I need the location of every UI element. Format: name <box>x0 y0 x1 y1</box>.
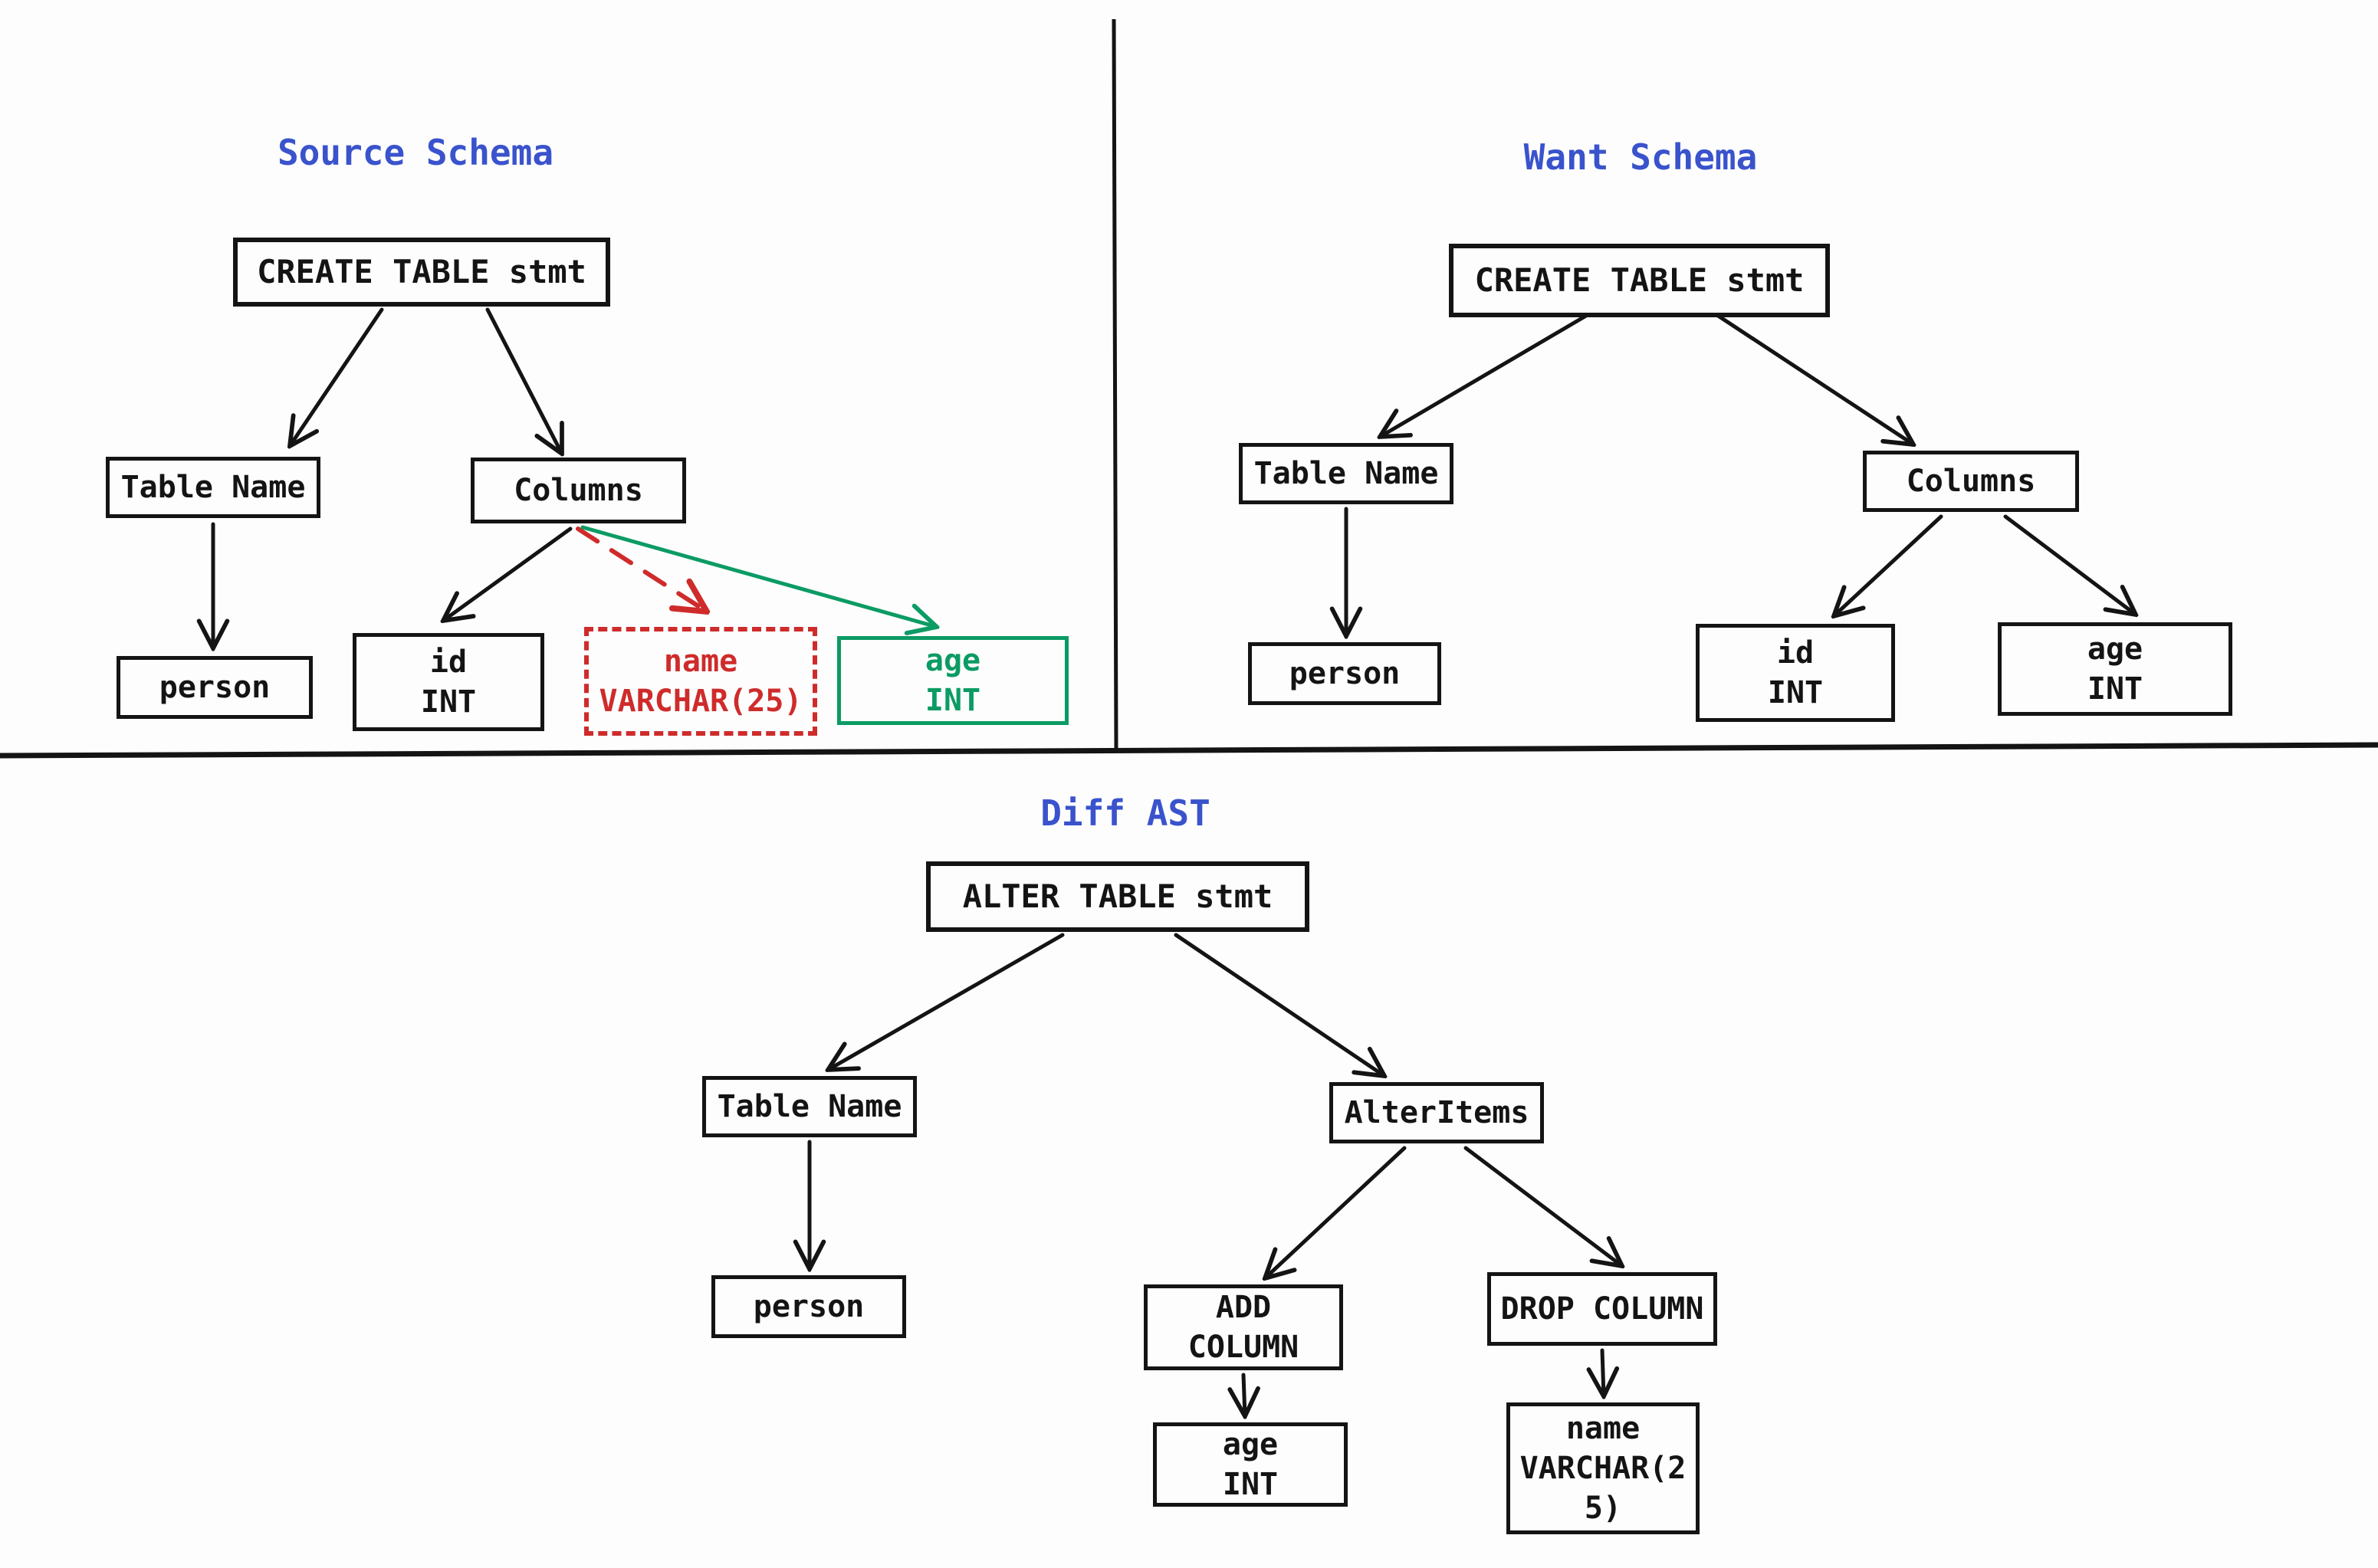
want-columns-node: Columns <box>1863 451 2079 512</box>
edge-source-create-to-tablename <box>290 307 384 446</box>
edge-want-create-to-tablename <box>1380 306 1601 437</box>
source-create-table-stmt-node: CREATE TABLE stmt <box>233 238 610 307</box>
diff-person-node: person <box>711 1275 906 1338</box>
diff-alter-items-node: AlterItems <box>1329 1082 1544 1143</box>
source-name-varchar-removed-node: name VARCHAR(25) <box>584 627 817 736</box>
source-columns-node: Columns <box>471 458 686 523</box>
edge-diff-addcolumn-to-age <box>1243 1373 1245 1416</box>
horizontal-divider <box>0 742 2378 759</box>
diff-name-varchar-node: name VARCHAR(2 5) <box>1506 1402 1700 1534</box>
want-create-table-stmt-node: CREATE TABLE stmt <box>1449 244 1830 317</box>
source-id-int-node: id INT <box>353 633 544 731</box>
source-schema-title: Source Schema <box>277 132 554 173</box>
want-age-int-node: age INT <box>1998 622 2232 716</box>
edge-want-columns-to-id <box>1834 514 1943 616</box>
want-schema-title: Want Schema <box>1523 136 1758 178</box>
want-table-name-node: Table Name <box>1239 443 1453 504</box>
edge-diff-alter-to-alteritems <box>1174 933 1384 1076</box>
vertical-divider <box>1112 18 1118 750</box>
edge-source-create-to-columns <box>485 307 562 454</box>
diff-age-int-node: age INT <box>1153 1422 1348 1507</box>
want-id-int-node: id INT <box>1696 624 1895 722</box>
diff-add-column-node: ADD COLUMN <box>1144 1284 1343 1370</box>
edge-diff-alter-to-tablename <box>828 933 1065 1070</box>
diff-table-name-node: Table Name <box>702 1076 917 1137</box>
want-person-node: person <box>1248 642 1441 705</box>
diff-ast-title: Diff AST <box>1040 792 1210 834</box>
diff-drop-column-node: DROP COLUMN <box>1487 1272 1717 1346</box>
edge-source-columns-to-name-removed <box>576 526 707 612</box>
edge-diff-dropcolumn-to-name <box>1602 1348 1604 1396</box>
edge-want-columns-to-age <box>2003 514 2136 615</box>
edge-diff-alteritems-to-dropcolumn <box>1463 1146 1622 1266</box>
source-age-int-added-node: age INT <box>837 636 1069 725</box>
edge-source-columns-to-id <box>443 526 573 621</box>
edge-diff-alteritems-to-addcolumn <box>1265 1146 1407 1278</box>
edge-source-columns-to-age-added <box>580 525 937 627</box>
source-person-node: person <box>117 656 313 719</box>
source-table-name-node: Table Name <box>106 457 320 518</box>
diff-alter-table-stmt-node: ALTER TABLE stmt <box>926 861 1309 932</box>
edge-want-create-to-columns <box>1704 306 1913 444</box>
